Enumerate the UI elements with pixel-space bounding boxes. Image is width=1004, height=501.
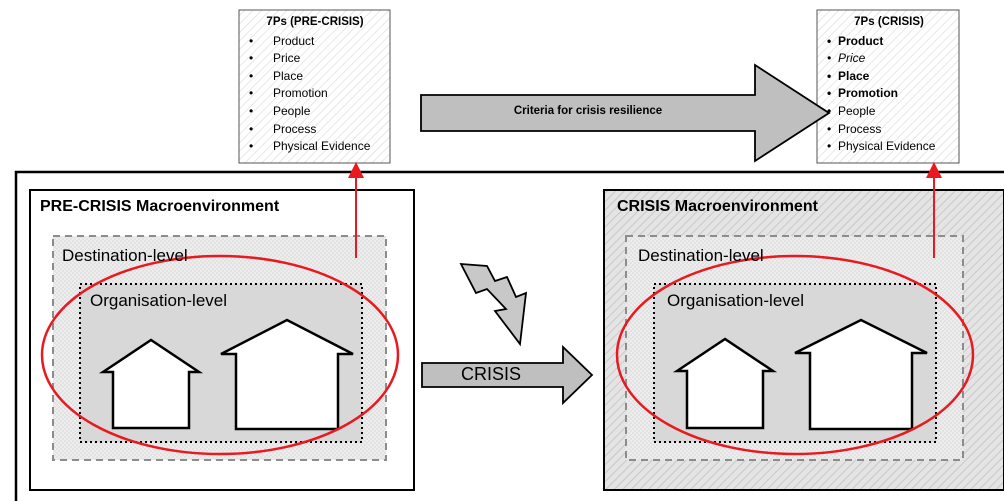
list-item: Promotion: [822, 85, 956, 103]
house-arrow-icon: [98, 338, 204, 430]
house-arrow-icon: [672, 337, 778, 430]
list-item: Process: [245, 121, 385, 139]
pre-crisis-7p-box: 7Ps (PRE-CRISIS) Product Price Place Pro…: [245, 14, 385, 156]
pre-crisis-7p-title: 7Ps (PRE-CRISIS): [266, 16, 364, 28]
list-item: Place: [822, 68, 956, 86]
list-item: Place: [245, 68, 385, 86]
outer-frame: [14, 170, 1004, 501]
crisis-arrow-label: CRISIS: [460, 364, 521, 384]
list-item: People: [245, 103, 385, 121]
resilience-arrow-shape: [420, 63, 831, 163]
list-item: Product: [822, 33, 956, 51]
list-item: Physical Evidence: [245, 138, 385, 156]
house-arrow-icon: [220, 318, 354, 431]
pre-organisation-label: Organisation-level: [90, 291, 228, 310]
crisis-destination-label: Destination-level: [638, 246, 764, 265]
list-item: People: [822, 103, 956, 121]
pre-crisis-panel-title: PRE-CRISIS Macroenvironment: [40, 198, 280, 215]
list-item: Price: [822, 50, 956, 68]
list-item: Process: [822, 121, 956, 139]
crisis-highlight-ellipse: [615, 254, 975, 456]
list-item: Physical Evidence: [822, 138, 956, 156]
resilience-arrow-label: Criteria for crisis resilience: [513, 105, 663, 117]
crisis-panel-title: CRISIS Macroenvironment: [617, 198, 818, 215]
pre-destination-label: Destination-level: [62, 246, 188, 265]
pre-crisis-highlight-ellipse: [40, 254, 400, 456]
crisis-7p-box: 7Ps (CRISIS) Product Price Place Promoti…: [822, 14, 956, 156]
list-item: Price: [245, 50, 385, 68]
crisis-arrow-shape: [421, 344, 594, 406]
lightning-bolt-icon: [459, 262, 528, 347]
house-arrow-icon: [794, 318, 928, 431]
list-item: Product: [245, 33, 385, 51]
list-item: Promotion: [245, 85, 385, 103]
crisis-7p-title: 7Ps (CRISIS): [854, 16, 924, 28]
crisis-organisation-label: Organisation-level: [667, 291, 805, 310]
